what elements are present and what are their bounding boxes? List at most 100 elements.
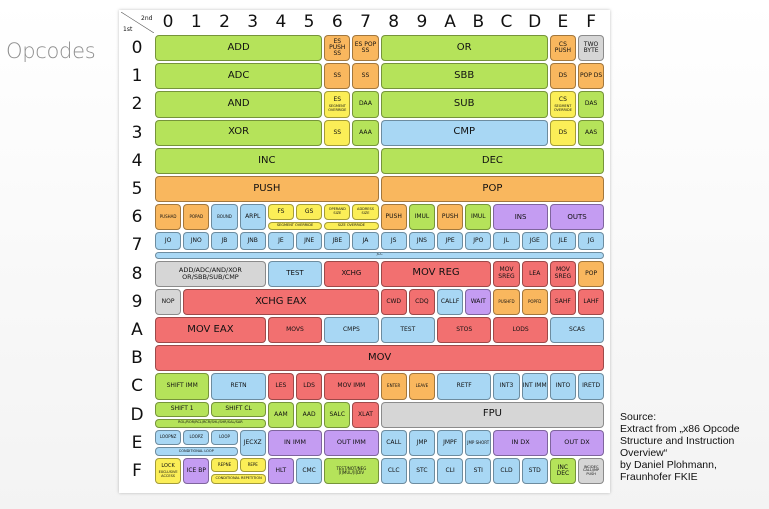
opcode-cell: JG bbox=[578, 232, 605, 250]
opcode-cell: JPE bbox=[437, 232, 464, 250]
opcode-mnemonic: GS bbox=[304, 207, 314, 215]
opcode-mnemonic: SHIFT 1 bbox=[170, 404, 194, 412]
opcode-cell: CALLF bbox=[437, 288, 464, 315]
opcode-cell: CLI bbox=[437, 458, 464, 485]
opcode-cell: RETF bbox=[437, 373, 492, 400]
opcode-mnemonic: JA bbox=[362, 236, 369, 244]
opcode-mnemonic: SEGMENT OVERRIDE bbox=[276, 223, 314, 228]
opcode-mnemonic: RETF bbox=[456, 382, 472, 390]
opcode-mnemonic: LAHF bbox=[583, 297, 599, 305]
opcode-cell: SBB bbox=[380, 63, 548, 90]
opcode-cell: MOV EAX bbox=[155, 317, 266, 344]
source-line: by Daniel Plohmann, bbox=[620, 459, 717, 471]
opcode-cell: GS bbox=[296, 204, 323, 220]
row-header: B bbox=[131, 348, 143, 369]
opcode-cell: SIZE OVERRIDE bbox=[324, 221, 379, 231]
opcode-cell: JPO bbox=[465, 232, 492, 250]
opcode-cell: BOUND bbox=[211, 204, 238, 231]
opcode-mnemonic: CLD bbox=[500, 466, 513, 474]
opcode-mnemonic: BOUND bbox=[217, 214, 232, 220]
opcode-mnemonic: CS PUSH bbox=[554, 40, 572, 55]
opcode-cell: SS bbox=[352, 63, 379, 90]
opcode-cell: INC/DEC CALL/JMP PUSH bbox=[578, 458, 605, 485]
source-line: Source: bbox=[620, 411, 657, 423]
column-header: E bbox=[557, 12, 569, 32]
opcode-mnemonic: ENTER bbox=[387, 383, 401, 389]
opcode-cell: CDQ bbox=[408, 288, 435, 315]
opcode-cell: AAD bbox=[296, 401, 323, 428]
opcode-mnemonic: XCHG bbox=[341, 269, 362, 278]
opcode-mnemonic: SS bbox=[333, 128, 342, 136]
opcode-cell: SALC bbox=[324, 401, 351, 428]
opcode-mnemonic: IMUL bbox=[414, 213, 430, 221]
opcode-mnemonic: INS bbox=[514, 212, 527, 221]
opcode-mnemonic: JL bbox=[503, 236, 510, 244]
opcode-cell: CMP bbox=[380, 119, 548, 146]
opcode-cell: POP bbox=[380, 176, 605, 203]
opcode-mnemonic: RETN bbox=[230, 382, 247, 390]
opcode-cell: SUB bbox=[380, 91, 548, 118]
opcode-mnemonic: AAD bbox=[302, 410, 316, 418]
opcode-cell: MOVS bbox=[267, 317, 323, 344]
opcode-mnemonic: JPE bbox=[445, 236, 455, 244]
opcode-cell: STC bbox=[408, 458, 435, 485]
opcode-mnemonic: INT IMM bbox=[522, 382, 547, 390]
opcode-mnemonic: CMP bbox=[453, 126, 475, 138]
row-header: 9 bbox=[131, 291, 143, 312]
opcode-mnemonic: STOS bbox=[456, 325, 473, 333]
opcode-cell: TEST bbox=[380, 317, 435, 344]
opcode-cell: LOOPZ bbox=[183, 429, 210, 445]
opcode-mnemonic: OUT DX bbox=[564, 438, 590, 447]
opcode-mnemonic: SS bbox=[333, 72, 342, 80]
opcode-cell: JBE bbox=[324, 232, 351, 250]
opcode-mnemonic: JLE bbox=[558, 236, 568, 244]
opcode-cell: POP DS bbox=[578, 63, 605, 90]
opcode-mnemonic: LOOPZ bbox=[189, 434, 204, 440]
opcode-mnemonic: PUSH bbox=[385, 213, 402, 221]
opcode-cell: LES bbox=[267, 373, 294, 400]
opcode-mnemonic: OUT IMM bbox=[336, 438, 366, 447]
opcode-cell: OR bbox=[380, 35, 548, 62]
opcode-cell: TEST bbox=[267, 260, 323, 287]
opcode-cell: SHIFT CL bbox=[211, 401, 266, 417]
source-line: Fraunhofer FKIE bbox=[620, 471, 698, 483]
opcode-mnemonic: LES bbox=[275, 382, 287, 390]
opcode-cell: JECXZ bbox=[239, 429, 266, 456]
opcode-cell: ARPL bbox=[239, 204, 266, 231]
opcode-cell: INT3 bbox=[493, 373, 520, 400]
opcode-mnemonic: JS bbox=[390, 236, 397, 244]
opcode-cell: CONDITIONAL LOOP bbox=[155, 446, 238, 456]
opcode-mnemonic: POP bbox=[482, 182, 503, 194]
opcode-note: EXCLUSIVE ACCESS bbox=[158, 469, 178, 478]
opcode-mnemonic: JGE bbox=[529, 236, 540, 244]
opcode-cell: CLD bbox=[493, 458, 520, 485]
row-header: F bbox=[132, 461, 142, 482]
opcode-mnemonic: LOCK bbox=[161, 463, 175, 470]
opcode-mnemonic: SIZE OVERRIDE bbox=[337, 223, 365, 228]
opcode-mnemonic: JE bbox=[278, 236, 284, 244]
opcode-mnemonic: JO bbox=[164, 236, 172, 244]
opcode-mnemonic: IN DX bbox=[511, 438, 530, 447]
opcode-mnemonic: ADD/ADC/AND/XOR OR/SBB/SUB/CMP bbox=[178, 265, 242, 281]
column-header: B bbox=[472, 12, 485, 32]
opcode-mnemonic: MOVS bbox=[286, 325, 304, 333]
opcode-cell: REPE bbox=[239, 458, 266, 472]
row-header: A bbox=[131, 320, 143, 341]
row-header: 2 bbox=[131, 94, 143, 115]
opcode-mnemonic: XLAT bbox=[358, 410, 373, 418]
row-header: 8 bbox=[131, 263, 143, 284]
opcode-mnemonic: MOV SREG bbox=[498, 266, 515, 280]
opcode-cell: CS PUSH bbox=[549, 35, 576, 62]
opcode-cell: JMP bbox=[408, 429, 435, 456]
opcode-mnemonic: SCAS bbox=[569, 325, 585, 333]
opcode-cell: JNO bbox=[183, 232, 210, 250]
opcode-mnemonic: CMPS bbox=[342, 325, 360, 333]
column-header: 0 bbox=[162, 12, 174, 32]
opcode-cell: DEC bbox=[380, 147, 605, 174]
opcode-cell: JMPF bbox=[437, 429, 464, 456]
opcode-mnemonic: AND bbox=[227, 98, 250, 110]
opcode-mnemonic: JPO bbox=[473, 236, 484, 244]
opcode-mnemonic: AAS bbox=[585, 128, 598, 136]
opcode-cell: TWO BYTE bbox=[578, 35, 605, 62]
opcode-mnemonic: HLT bbox=[275, 466, 287, 474]
